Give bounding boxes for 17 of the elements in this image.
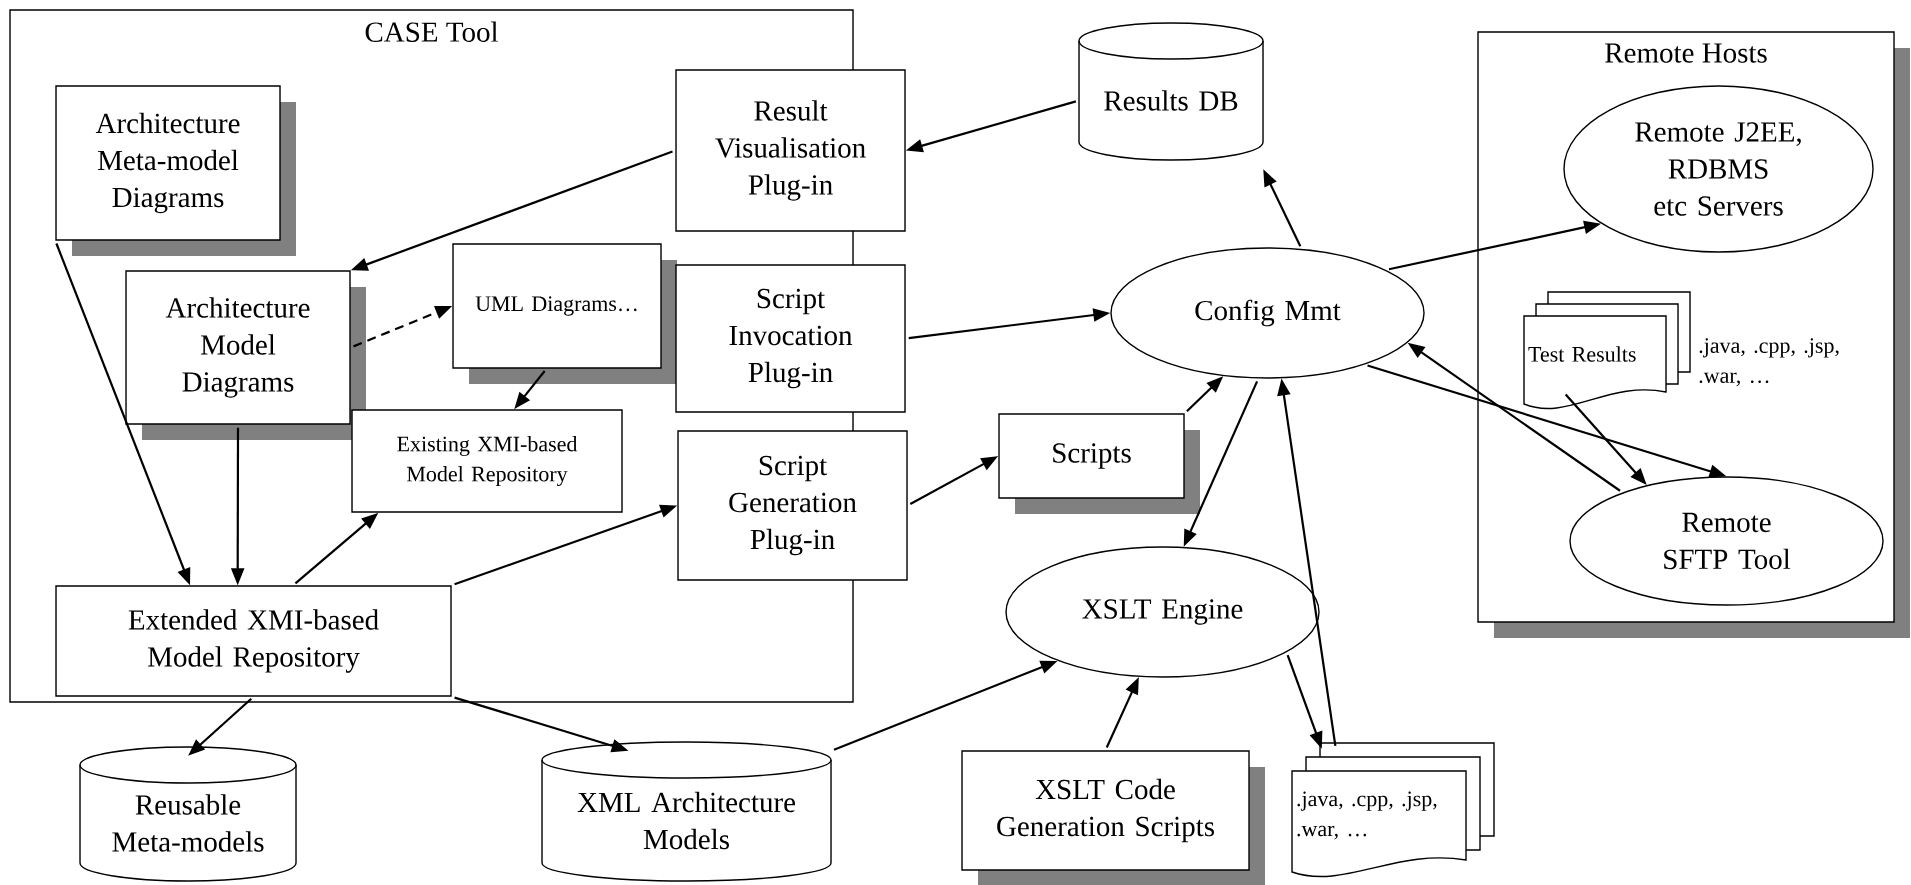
process-box: Architecture Meta-model Diagrams xyxy=(55,85,296,256)
process-box: Result Visualisation Plug-in xyxy=(675,69,906,232)
document-stack: .java, .cpp, .jsp, .war, … xyxy=(1291,742,1495,878)
process-box: Script Invocation Plug-in xyxy=(675,264,906,413)
process-box: Script Generation Plug-in xyxy=(677,430,908,581)
process-box: Extended XMI-based Model Repository xyxy=(55,585,452,697)
process-box: Existing XMI-based Model Repository xyxy=(351,409,623,513)
process-box: UML Diagrams… xyxy=(452,243,677,384)
database-cylinder: Reusable Meta-models xyxy=(79,746,297,882)
database-cylinder: XML Architecture Models xyxy=(541,741,832,882)
document-stack: Test Results xyxy=(1523,291,1691,410)
process-box: XSLT Code Generation Scripts xyxy=(961,750,1265,885)
process-box: Architecture Model Diagrams xyxy=(125,270,366,440)
node-label: .java, .cpp, .jsp, .war, … xyxy=(1297,791,1437,840)
process-box: Scripts xyxy=(998,413,1200,514)
file-list-label: .java, .cpp, .jsp, .war, … xyxy=(1699,338,1839,387)
database-cylinder: Results DB xyxy=(1078,22,1264,161)
